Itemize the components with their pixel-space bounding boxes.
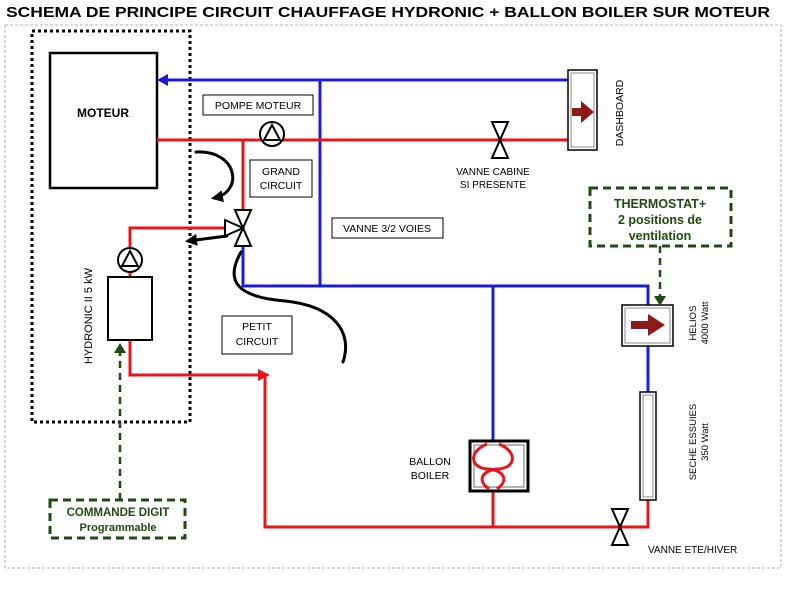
- summer-winter-valve-icon: [610, 508, 630, 546]
- thermostat-label-line3: ventilation: [629, 229, 692, 243]
- digital-control-label-line2: Programmable: [79, 522, 156, 534]
- three-way-valve-label: VANNE 3/2 VOIES: [343, 223, 431, 235]
- small-circuit-pointer-line: [232, 250, 348, 364]
- outer-frame: [4, 24, 782, 569]
- heat-arrow-icon: [631, 314, 665, 336]
- small-circuit-label-line2: CIRCUIT: [236, 336, 279, 348]
- helios-heater: [621, 304, 674, 347]
- cabin-valve-label-line1: VANNE CABINE: [456, 167, 530, 178]
- dashboard-label: DASHBOARD: [614, 79, 626, 146]
- hydronic-pump-icon: [117, 247, 143, 273]
- pump-motor-callout: POMPE MOTEUR: [202, 94, 314, 116]
- cold-water-circuit: [157, 74, 650, 442]
- digital-control-arrow-icon: [114, 343, 126, 353]
- towel-dryer: [639, 391, 657, 501]
- boiler-label-line1: BALLON: [409, 456, 450, 468]
- boiler-tank: [468, 439, 530, 493]
- grand-circuit-label-line2: CIRCUIT: [260, 180, 303, 192]
- helios-power-label: 4000 Watt: [700, 301, 711, 344]
- hydronic-heater-box: [107, 276, 153, 341]
- cold-water-pipe-bottom: [241, 246, 650, 305]
- towel-dryer-power-label: 350 Watt: [700, 423, 711, 461]
- dashboard-heater-inner: [570, 72, 595, 148]
- engine-compartment-outline: [30, 29, 192, 424]
- hot-water-pipe-hydronic-feed: [128, 226, 225, 248]
- engine-box: [48, 51, 159, 190]
- cabin-valve-icon: [490, 121, 510, 159]
- cabin-valve-label-line2: SI PRESENTE: [460, 180, 526, 191]
- engine-block: MOTEUR: [48, 51, 159, 190]
- heat-arrow-icon: [572, 101, 594, 123]
- small-circuit-flow-arrow: [185, 233, 229, 246]
- cold-water-arrow-icon: [157, 74, 168, 86]
- diagram-title: SCHEMA DE PRINCIPE CIRCUIT CHAUFFAGE HYD…: [6, 4, 770, 21]
- towel-dryer-inner: [642, 394, 654, 498]
- summer-winter-valve-label: VANNE ETE/HIVER: [648, 545, 737, 556]
- three-way-valve-callout: VANNE 3/2 VOIES: [331, 217, 444, 239]
- thermostat-label-line2: 2 positions de: [618, 213, 702, 227]
- engine-pump-icon: [259, 121, 285, 147]
- dashboard-heater: [567, 69, 598, 151]
- grand-circuit-flow-arrow: [194, 150, 235, 203]
- hot-water-pipe-hydronic-out: [128, 340, 259, 377]
- grand-circuit-callout: GRAND CIRCUIT: [249, 159, 313, 198]
- thermostat-callout: THERMOSTAT+ 2 positions de ventilation: [588, 186, 733, 248]
- helios-label: HELIOS: [688, 306, 699, 341]
- small-circuit-label-line1: PETIT: [242, 321, 272, 333]
- small-circuit-callout: PETIT CIRCUIT: [221, 315, 293, 355]
- towel-dryer-box: [639, 391, 657, 501]
- engine-label: MOTEUR: [77, 106, 129, 120]
- thermostat-arrow-icon: [654, 296, 666, 306]
- digital-control-label-line1: COMMANDE DIGIT: [67, 507, 170, 519]
- boiler-coil-icon: [472, 442, 514, 491]
- hot-water-circuit: [128, 138, 650, 529]
- grand-circuit-label-line1: GRAND: [262, 166, 300, 178]
- hydronic-label: HYDRONIC II 5 kW: [83, 267, 95, 364]
- thermostat-label-line1: THERMOSTAT+: [614, 197, 706, 211]
- three-way-valve-icon: [224, 209, 253, 247]
- pump-motor-label: POMPE MOTEUR: [215, 100, 302, 112]
- towel-dryer-label: SECHE ESSUIES: [688, 404, 699, 481]
- boiler-label-line2: BOILER: [411, 470, 450, 482]
- helios-heater-inner: [624, 307, 671, 344]
- digital-control-callout: COMMANDE DIGIT Programmable: [48, 498, 187, 540]
- hot-water-pipe-bottom: [263, 375, 650, 529]
